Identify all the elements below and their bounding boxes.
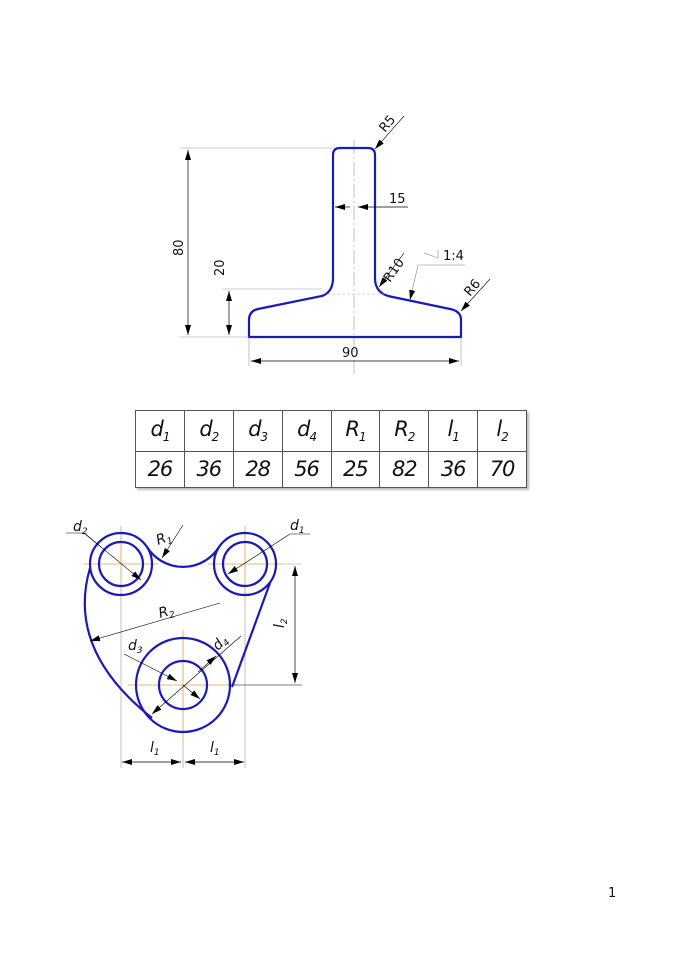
dim-r10: R10 xyxy=(381,256,408,286)
lever-outline xyxy=(83,531,278,734)
value-d3: 28 xyxy=(232,450,283,489)
header-d3: d3 xyxy=(232,410,283,452)
label-d4: d4 xyxy=(210,632,233,655)
lever-drawing: d2 d1 R1 R2 d3 d4 l1 l1 l2 xyxy=(66,518,310,768)
value-d2: 36 xyxy=(183,450,234,489)
header-r1: R1 xyxy=(330,410,381,452)
dim-20: 20 xyxy=(213,259,228,276)
t-profile-outline xyxy=(247,146,463,339)
dim-r6: R6 xyxy=(462,277,485,300)
header-d4: d4 xyxy=(281,410,332,452)
dim-80: 80 xyxy=(172,239,187,256)
value-l1: 36 xyxy=(428,450,479,489)
dim-taper: 1:4 xyxy=(443,249,464,264)
dim-90: 90 xyxy=(342,346,359,361)
value-r1: 25 xyxy=(330,450,381,489)
dim-r5: R5 xyxy=(377,113,400,136)
value-r2: 82 xyxy=(379,450,430,489)
table-values-row: 26 36 28 56 25 82 36 70 xyxy=(135,450,527,489)
label-l1-right: l1 xyxy=(210,740,220,758)
label-d2: d2 xyxy=(73,519,88,537)
dim-15: 15 xyxy=(389,192,406,207)
label-d1: d1 xyxy=(290,518,305,536)
t-profile-drawing: 80 20 90 15 R5 R10 1:4 R6 xyxy=(172,113,491,375)
label-d3: d3 xyxy=(128,638,143,656)
parameters-table: d1 d2 d3 d4 R1 R2 l1 l2 26 36 28 56 25 8… xyxy=(135,410,527,489)
value-d4: 56 xyxy=(281,450,332,489)
header-r2: R2 xyxy=(379,410,430,452)
label-r1: R1 xyxy=(154,528,175,550)
header-d1: d1 xyxy=(135,410,185,452)
header-l2: l2 xyxy=(477,410,527,452)
page-number: 1 xyxy=(608,886,617,901)
header-d2: d2 xyxy=(183,410,234,452)
label-r2: R2 xyxy=(157,602,177,624)
label-l1-left: l1 xyxy=(150,740,160,758)
header-l1: l1 xyxy=(428,410,479,452)
label-l2: l2 xyxy=(272,618,290,628)
value-d1: 26 xyxy=(135,450,185,489)
value-l2: 70 xyxy=(477,450,527,489)
table-header-row: d1 d2 d3 d4 R1 R2 l1 l2 xyxy=(135,410,527,452)
